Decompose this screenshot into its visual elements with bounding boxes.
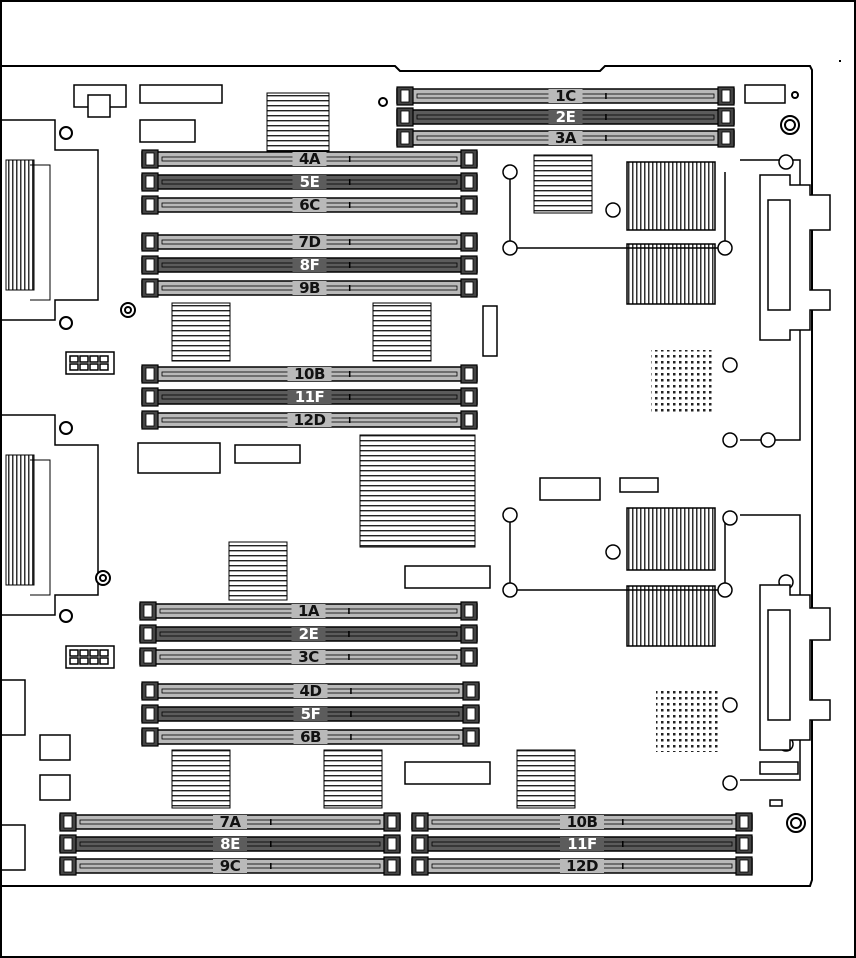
dimm-slot-label: 5E: [300, 173, 320, 191]
dimm-slot: 9C: [59, 856, 401, 876]
dimm-slot-label: 8E: [220, 835, 240, 853]
dimm-slot: 5E: [141, 172, 478, 192]
dimm-slot-label: 7D: [299, 233, 321, 251]
dimm-slot-label: 8F: [300, 256, 320, 274]
misc-components: [2, 84, 799, 871]
dimm-slot-label: 10B: [294, 365, 325, 383]
dimm-slot: 11F: [141, 387, 478, 407]
dimm-slot-label: 11F: [567, 835, 597, 853]
dimm-slot: 2E: [396, 107, 735, 127]
dimm-slot: 6B: [141, 727, 480, 747]
dimm-slot-label: 9B: [299, 279, 320, 297]
dimm-slot-label: 11F: [295, 388, 325, 406]
processor-2-socket: [2, 414, 99, 623]
dimm-slot: 7A: [59, 812, 401, 832]
dimm-slot-label: 3C: [298, 648, 319, 666]
dimm-slot: 1C: [396, 86, 735, 106]
dimm-slot: 1A: [139, 601, 478, 621]
dimm-slot-label: 1C: [555, 87, 576, 105]
heatsinks: [171, 92, 593, 809]
dimm-slot: 4A: [141, 149, 478, 169]
dimm-slot: 5F: [141, 704, 480, 724]
dimm-slot: 9B: [141, 278, 478, 298]
dimm-slot-label: 2E: [299, 625, 319, 643]
screw-icon: [59, 609, 73, 623]
dimm-slot-label: 6B: [300, 728, 321, 746]
dimm-slot-label: 12D: [294, 411, 326, 429]
dimm-slot-label: 5F: [301, 705, 321, 723]
dimm-slot-label: 4D: [300, 682, 322, 700]
dimm-slot-label: 10B: [567, 813, 598, 831]
screw-icon: [59, 126, 73, 140]
dimm-slot: 7D: [141, 232, 478, 252]
dimm-slot: 8F: [141, 255, 478, 275]
dimm-slot-label: 12D: [566, 857, 598, 875]
dimm-slot: 4D: [141, 681, 480, 701]
dimm-slot: 2E: [139, 624, 478, 644]
dimm-slot: 11F: [411, 834, 753, 854]
dimm-slots: 1C 2E 3A 4A 5E 6C 7D 8F 9B 10B 11F 12D 1A 2E 3C 4D 5F 6B 7…: [59, 86, 753, 876]
processor-1-socket: [2, 119, 99, 330]
chip-arrays: [651, 350, 720, 752]
dimm-slot: 10B: [141, 364, 478, 384]
dimm-slot-label: 6C: [299, 196, 320, 214]
dimm-slot-label: 4A: [299, 150, 321, 168]
dimm-slot-label: 3A: [555, 129, 577, 147]
dimm-slot: 6C: [141, 195, 478, 215]
dimm-slot-label: 1A: [298, 602, 320, 620]
dimm-slot: 12D: [141, 410, 478, 430]
screw-icon: [59, 316, 73, 330]
mezzanine-connectors: [626, 161, 716, 647]
rear-connectors: [759, 174, 831, 751]
dimm-slot-label: 7A: [219, 813, 241, 831]
dimm-slot: 3A: [396, 128, 735, 148]
mounting-holes: [95, 91, 806, 833]
board-outline: [2, 60, 841, 887]
dimm-slot: 10B: [411, 812, 753, 832]
screw-icon: [59, 421, 73, 435]
dimm-slot: 12D: [411, 856, 753, 876]
power-connectors: [65, 351, 115, 669]
dimm-slot-label: 9C: [220, 857, 241, 875]
dimm-slot: 8E: [59, 834, 401, 854]
dimm-slot: 3C: [139, 647, 478, 667]
dimm-slot-label: 2E: [556, 108, 576, 126]
